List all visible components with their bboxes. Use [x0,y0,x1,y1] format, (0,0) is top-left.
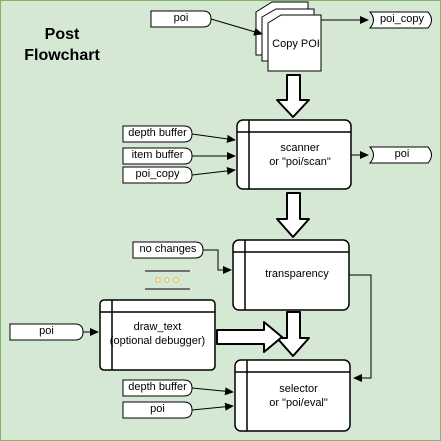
poi-copy-output-label: poi_copy [379,13,425,25]
selector-node[interactable] [234,359,351,432]
copy-poi-node[interactable] [255,1,322,72]
poi-input-selector-label: poi [150,403,165,415]
poi-output-scanner[interactable] [368,146,432,164]
edge-transparency-to-selector [349,274,372,382]
edge-poi-to-copy [210,18,263,36]
depth-buffer-scanner-label: depth buffer [128,127,187,139]
depth-buffer-selector-label: depth buffer [128,381,187,393]
poi-copy-input-label: poi_copy [135,168,180,180]
poi-input-selector[interactable] [122,401,193,419]
draw-text-label-line-1: draw_text [133,321,182,333]
flow-arrow-draw-text-to-selector [216,321,283,353]
item-buffer-label: item buffer [131,149,184,161]
edge-poi-to-selector [191,402,234,411]
flowchart-title: Post Flowchart [14,24,110,66]
ellipsis-more-inputs [145,270,190,290]
poi-input-top-label: poi [173,12,189,24]
selector-label-line-1: selector [279,383,318,395]
transparency-label: transparency [265,268,329,280]
draw-text-label-line-2: (optional debugger) [109,335,206,347]
poi-copy-output[interactable] [368,11,432,29]
copy-poi-label: Copy POI [272,38,320,50]
title-line-2: Flowchart [24,47,100,64]
flow-arrow-transparency-to-selector [276,311,310,357]
no-changes-label: no changes [139,243,197,255]
selector-label-line-2: or "poi/eval" [269,397,328,409]
poi-input-draw-text-label: poi [39,325,54,337]
scanner-label-line-2: or "poi/scan" [269,156,331,168]
poi-input-draw-text[interactable] [9,323,84,341]
edge-poicopy-to-scanner [191,166,236,176]
scanner-label-line-1: scanner [280,142,320,154]
flow-arrow-scanner-to-transparency [276,192,310,238]
edge-nochanges-to-transparency [203,249,232,274]
title-line-1: Post [44,26,80,43]
edge-depth-to-scanner [191,133,236,143]
poi-copy-input[interactable] [122,166,193,184]
draw-text-node[interactable] [99,299,216,371]
edge-depth-to-selector [191,387,234,396]
flow-arrow-copy-to-scanner [276,74,310,118]
poi-output-scanner-label: poi [394,148,410,160]
